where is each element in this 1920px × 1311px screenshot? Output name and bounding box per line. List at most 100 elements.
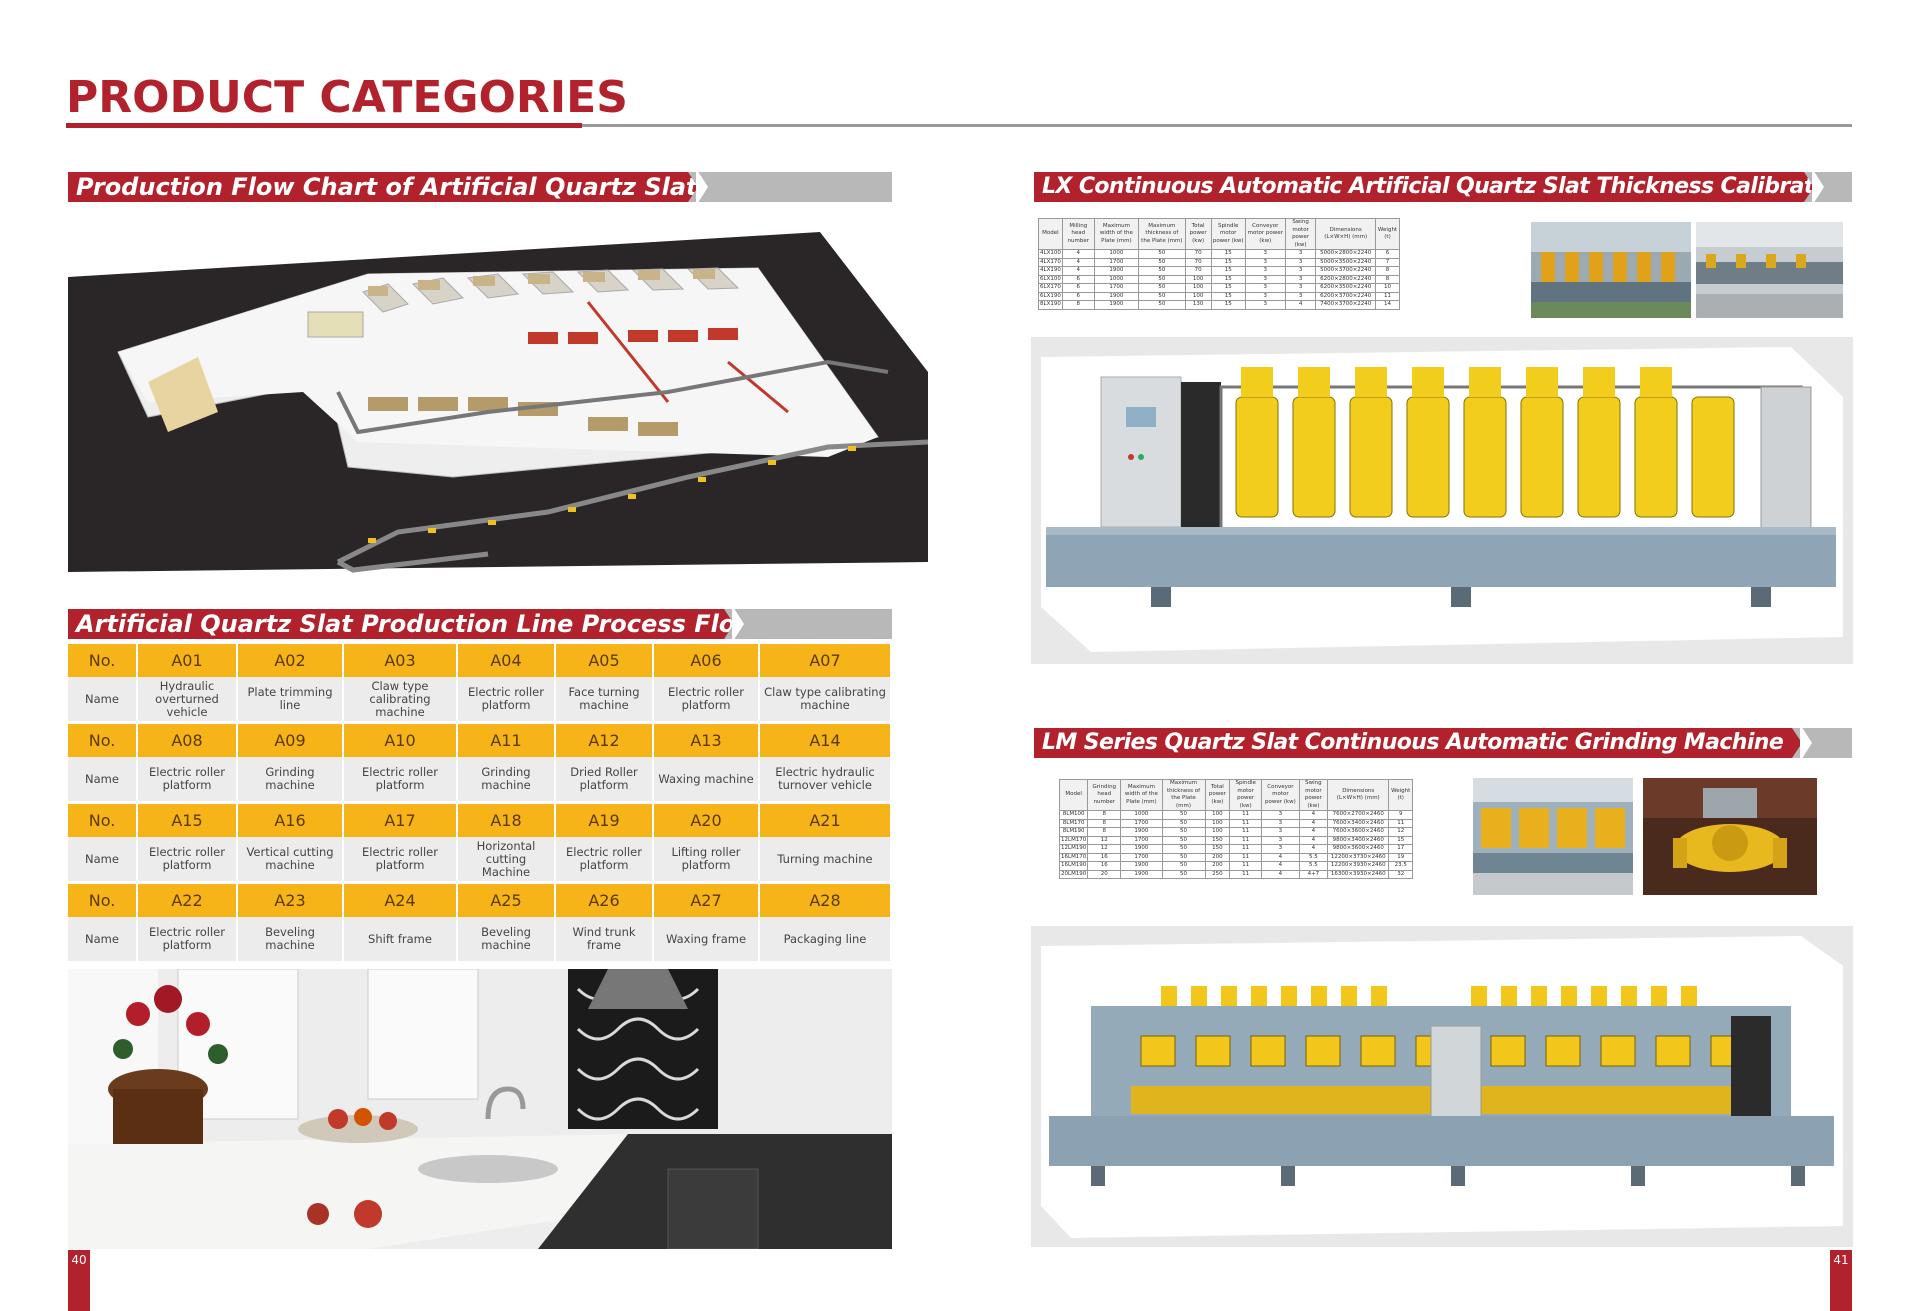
- spec-cell: 5.5: [1298, 852, 1329, 862]
- spec-cell: 14: [1375, 300, 1400, 310]
- spec-cell: 8: [1375, 266, 1400, 276]
- spec-cell: 11: [1229, 852, 1263, 862]
- spec-cell: 3: [1284, 274, 1317, 284]
- process-name: Claw type calibrating machine: [760, 677, 892, 721]
- spec-cell: 1700: [1120, 835, 1163, 845]
- process-code: A12: [556, 724, 654, 757]
- kitchen-photo: [68, 969, 892, 1249]
- no-label: No.: [68, 884, 138, 917]
- process-code: A18: [458, 804, 556, 837]
- process-name: Electric roller platform: [556, 837, 654, 881]
- lm-grinding-head-photo: [1643, 778, 1817, 895]
- spec-header: Swing motor power (kw): [1284, 218, 1317, 250]
- spec-header: Spindle motor power (kw): [1210, 218, 1246, 250]
- spec-cell: 3: [1244, 283, 1286, 293]
- process-name: Electric hydraulic turnover vehicle: [760, 757, 892, 801]
- process-code: A01: [138, 644, 238, 677]
- spec-cell: 100: [1204, 810, 1231, 820]
- spec-header: Grinding head number: [1087, 779, 1122, 811]
- spec-cell: 9800×3600×2460: [1327, 844, 1390, 854]
- process-name: Electric roller platform: [138, 837, 238, 881]
- spec-cell: 12LM190: [1058, 844, 1089, 854]
- process-code: A02: [238, 644, 344, 677]
- spec-cell: 50: [1161, 844, 1206, 854]
- page-number-right: 41: [1830, 1250, 1852, 1311]
- spec-cell: 1900: [1093, 300, 1140, 310]
- spec-header: Maximum width of the Plate (mm): [1093, 218, 1140, 250]
- spec-cell: 150: [1204, 835, 1231, 845]
- process-code: A07: [760, 644, 892, 677]
- spec-cell: 50: [1138, 300, 1186, 310]
- spec-cell: 100: [1204, 818, 1231, 828]
- spec-cell: 3: [1284, 266, 1317, 276]
- spec-cell: 15: [1210, 249, 1246, 259]
- lx-machine-photo: [1031, 337, 1853, 664]
- spec-cell: 8LM100: [1058, 810, 1089, 820]
- process-code: A26: [556, 884, 654, 917]
- spec-cell: 5000×3700×2240: [1315, 266, 1377, 276]
- process-name: Shift frame: [344, 917, 458, 961]
- spec-cell: 4: [1298, 818, 1329, 828]
- spec-header: Maximum thickness of the Plate (mm): [1161, 779, 1206, 811]
- spec-cell: 12LM170: [1058, 835, 1089, 845]
- process-code: A22: [138, 884, 238, 917]
- process-name: Dried Roller platform: [556, 757, 654, 801]
- spec-cell: 20: [1087, 869, 1122, 879]
- spec-cell: 1700: [1120, 818, 1163, 828]
- spec-cell: 7600×3600×2460: [1327, 827, 1390, 837]
- spec-cell: 4: [1061, 249, 1095, 259]
- spec-cell: 70: [1184, 257, 1212, 267]
- process-name: Electric roller platform: [458, 677, 556, 721]
- spec-cell: 8: [1087, 810, 1122, 820]
- process-name: Face turning machine: [556, 677, 654, 721]
- spec-cell: 50: [1138, 291, 1186, 301]
- spec-cell: 4: [1298, 827, 1329, 837]
- spec-cell: 1000: [1120, 810, 1163, 820]
- spec-cell: 8: [1061, 300, 1095, 310]
- process-name: Wind trunk frame: [556, 917, 654, 961]
- spec-cell: 11: [1229, 818, 1263, 828]
- process-name: Turning machine: [760, 837, 892, 881]
- spec-cell: 16: [1087, 852, 1122, 862]
- spec-cell: 3: [1244, 291, 1286, 301]
- spec-cell: 3: [1284, 291, 1317, 301]
- lm-machine-detail-photo-1: [1473, 778, 1633, 895]
- banner-lx-machine: LX Continuous Automatic Artificial Quart…: [1034, 172, 1852, 202]
- banner-process-flow: Artificial Quartz Slat Production Line P…: [68, 609, 892, 639]
- process-name: Vertical cutting machine: [238, 837, 344, 881]
- spec-cell: 4: [1261, 869, 1300, 879]
- process-code: A23: [238, 884, 344, 917]
- spec-cell: 1900: [1120, 827, 1163, 837]
- spec-cell: 16300×3930×2460: [1327, 869, 1390, 879]
- spec-cell: 15: [1210, 283, 1246, 293]
- spec-cell: 11: [1388, 818, 1413, 828]
- process-code: A27: [654, 884, 760, 917]
- spec-header: Dimensions (L×W×H) (mm): [1315, 218, 1377, 250]
- banner-lm-machine-label: LM Series Quartz Slat Continuous Automat…: [1034, 728, 1802, 758]
- process-name: Waxing machine: [654, 757, 760, 801]
- spec-cell: 16LM190: [1058, 861, 1089, 871]
- spec-cell: 9: [1388, 810, 1413, 820]
- spec-cell: 50: [1138, 283, 1186, 293]
- spec-cell: 3: [1244, 249, 1286, 259]
- spec-cell: 7400×3700×2240: [1315, 300, 1377, 310]
- process-code: A06: [654, 644, 760, 677]
- spec-cell: 100: [1204, 827, 1231, 837]
- spec-cell: 5000×3500×2240: [1315, 257, 1377, 267]
- process-name: Electric roller platform: [138, 757, 238, 801]
- spec-cell: 5.5: [1298, 861, 1329, 871]
- spec-cell: 6: [1061, 283, 1095, 293]
- process-name: Electric roller platform: [654, 677, 760, 721]
- spec-cell: 20LM190: [1058, 869, 1089, 879]
